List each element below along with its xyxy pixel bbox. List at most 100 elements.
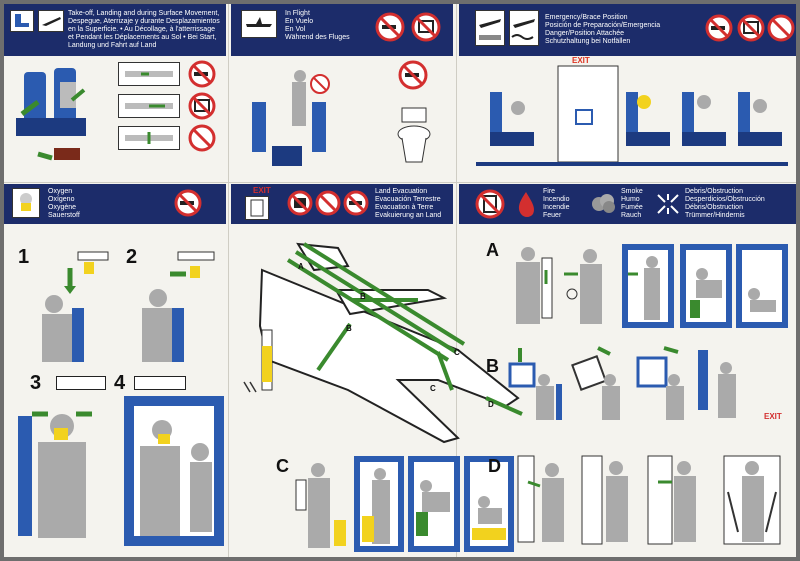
evac-c-step-3 [408,456,460,552]
evac-b-step-1 [508,348,562,420]
smoke-text-3: Rauch [621,212,642,219]
brace-text-2: Danger/Position Attachée [545,30,624,37]
takeoff-header: Take-off, Landing and during Surface Mov… [4,4,226,56]
fire-text-1: Incendio [543,196,570,203]
debris-icon [657,194,679,214]
evac-a-step-2 [564,249,602,324]
land-evac-text-3: Evakuierung an Land [375,212,442,219]
brace-header: Emergency/Brace Position Posición de Pre… [459,4,796,56]
oxygen-mask-icon [20,193,32,211]
exit-door-icon-box [245,196,269,220]
buckle-icon [125,71,173,77]
belt-tighten-box [118,94,180,118]
no-smoking-icon [398,60,428,90]
exit-slide-illustration [243,329,273,393]
exit-label-row-b: EXIT [764,412,782,421]
exit-door-label: EXIT [572,56,590,65]
evac-d-step-3 [647,455,696,545]
plane-takeoff-icon-box [38,10,64,32]
evac-c-step-2 [354,456,404,552]
evac-c-step-1 [295,463,346,548]
fold-line-2 [456,4,457,557]
oxygen-step-2-illustration [142,251,215,362]
fire-icon [518,192,535,217]
evac-d-step-1 [517,455,564,543]
evac-a-step-4 [680,244,732,328]
seat-icon [15,14,29,27]
ditching-icon-box [509,10,539,46]
takeoff-text-2: en la Superficie. • Au Décollage, à l'at… [68,26,215,33]
crash-landing-icon-box [475,10,505,46]
inflight-text-1: En Vuelo [285,18,314,25]
land-evac-text-1: Evacuación Terrestre [375,196,441,203]
airplane-icon [479,19,501,40]
fire-text-0: Fire [543,188,556,195]
route-letter-a: A [298,262,304,271]
evac-d-step-2 [581,455,628,545]
route-letter-b1: B [360,292,366,301]
step-number-1: 1 [18,246,30,268]
evac-b-step-2 [571,346,620,420]
no-smoking-icon [174,189,202,217]
route-letter-d: D [488,400,494,409]
brace-illustration [476,65,788,166]
oxygen-text-2: Oxygène [48,204,77,211]
plane-cruise-icon-box [241,10,277,38]
fire-text-3: Feuer [543,212,562,219]
evac-letter-b: B [486,356,499,376]
evacuation-route-map [258,242,523,444]
no-shoes-icon [315,190,341,216]
step-number-3: 3 [30,372,42,394]
no-device-icon [767,14,795,42]
no-smoking-icon [188,60,216,88]
door-icon [250,199,264,217]
evac-a-step-5 [736,244,788,328]
evac-c-step-4 [464,456,514,552]
smoke-text-1: Humo [621,196,640,203]
fold-line-h [4,182,796,183]
buckle-icon [125,132,173,144]
fire-text-2: Incendie [543,204,570,211]
debris-text-2: Débris/Obstruction [685,204,743,211]
step-4-caption-box [134,376,186,390]
oxygen-text-0: Oxygen [48,188,73,195]
evac-b-step-4 [698,350,736,418]
no-smoking-icon [705,14,733,42]
brace-text-0: Emergency/Brace Position [545,14,628,21]
debris-text-0: Debris/Obstruction [685,188,743,195]
airplane-icon [42,17,61,26]
fold-line-1 [228,4,229,557]
buckle-icon [125,103,173,109]
inflight-text-0: In Flight [285,10,310,17]
no-electronics-icon [188,92,216,120]
takeoff-text-4: Landung und Fahrt auf Land [68,42,157,49]
land-evac-text-2: Evacuation à Terre [375,204,434,211]
no-smoking-icon [343,190,369,216]
safety-card: Take-off, Landing and during Surface Mov… [4,4,796,557]
belt-fasten-box [118,62,180,86]
debris-text-1: Desperdicios/Obstrucción [685,196,765,203]
smoke-icon [592,194,615,213]
route-letter-b2: B [346,324,352,333]
smoke-text-2: Fumée [621,204,643,211]
evac-b-step-3 [636,346,684,420]
oxygen-step-3-illustration [18,411,92,538]
inflight-text-2: En Vol [285,26,306,33]
takeoff-text-0: Take-off, Landing and during Surface Mov… [68,10,220,17]
takeoff-text-1: Despegue, Aterrizaje y durante Desplazam… [68,18,220,25]
seat-belt-illustration [16,68,86,161]
inflight-text-3: Während des Fluges [285,34,350,41]
oxygen-icon-box [12,188,40,218]
brace-text-1: Posición de Preparación/Emergencia [545,22,661,29]
brace-text-3: Schutzhaltung bei Notfällen [545,38,631,45]
oxygen-step-4-illustration [124,396,224,546]
step-number-2: 2 [126,246,138,268]
smoke-text-0: Smoke [621,188,643,195]
debris-text-3: Trümmer/Hindernis [685,212,745,219]
exit-label-small: EXIT [253,186,271,195]
evac-d-step-4 [723,455,781,545]
evac-letter-c: C [276,456,289,476]
oxygen-text-1: Oxígeno [48,196,75,203]
fire-smoke-header: Fire Incendio Incendie Feuer Smoke Humo … [459,184,796,224]
no-electronics-icon [411,12,441,42]
